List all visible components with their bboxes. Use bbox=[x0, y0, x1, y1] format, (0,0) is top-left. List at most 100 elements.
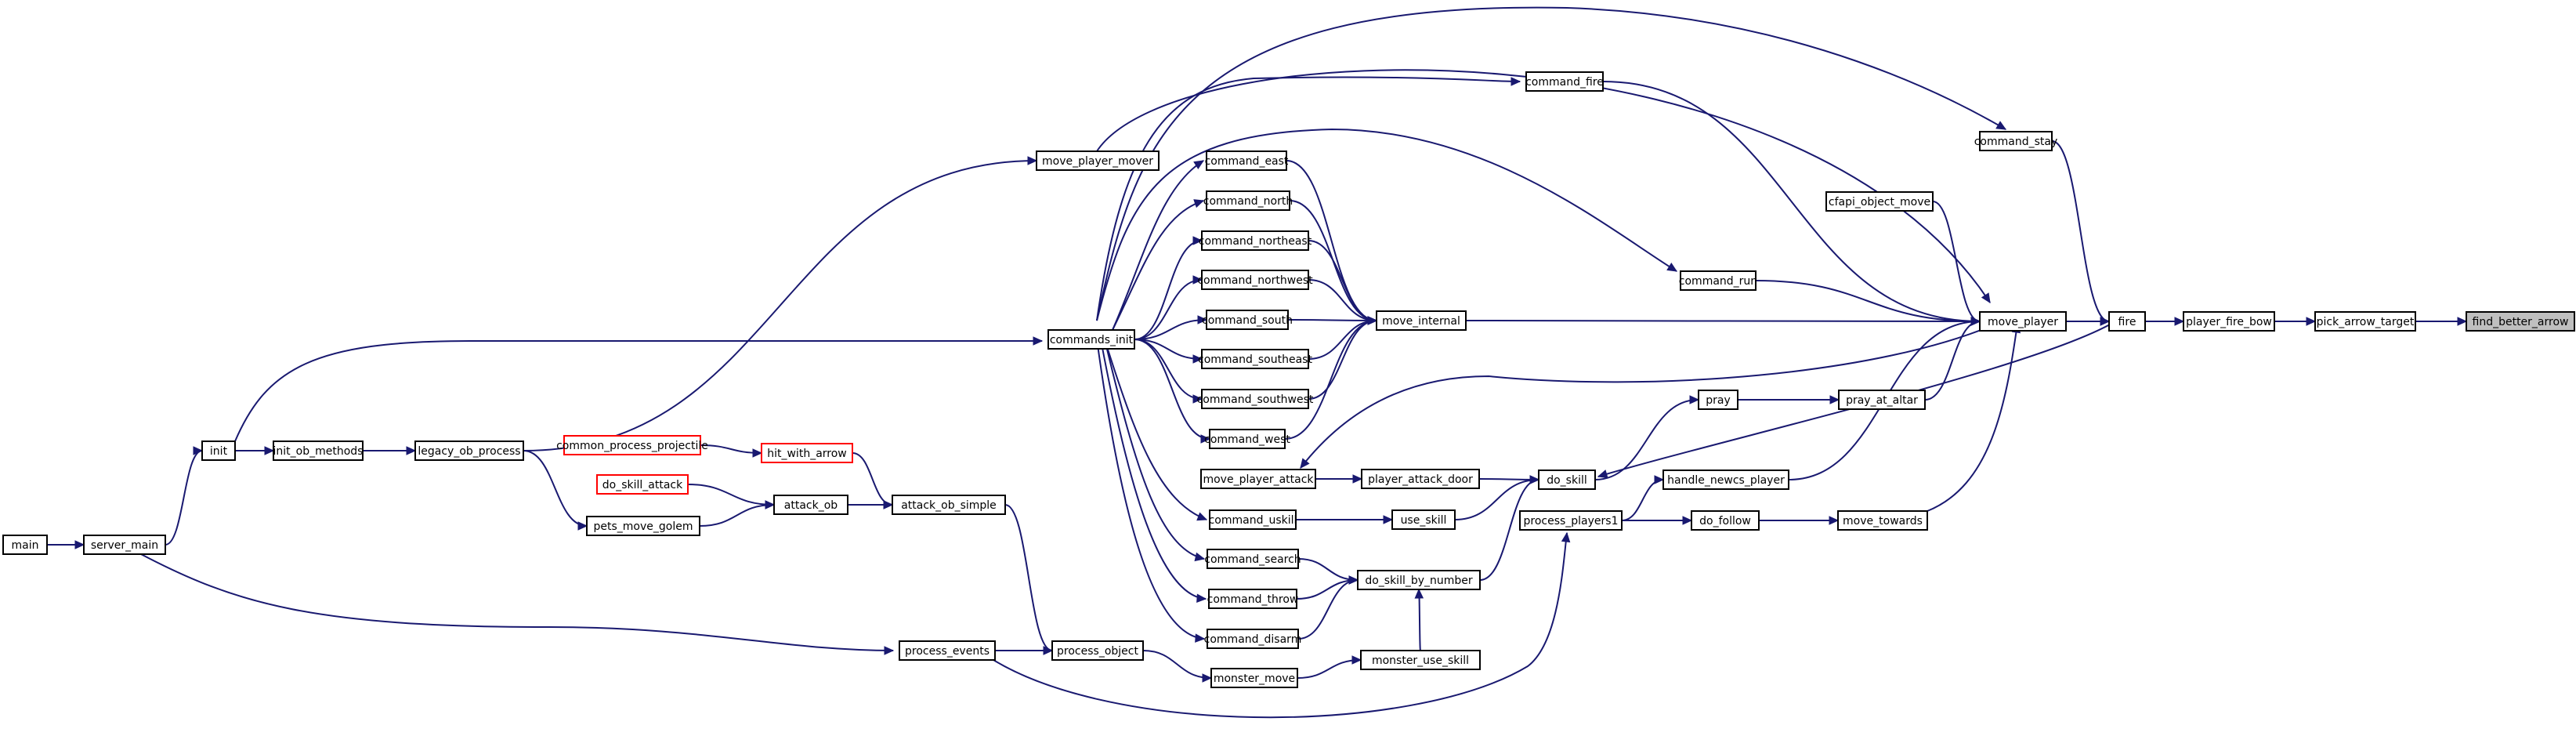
node-do-skill[interactable]: do_skill bbox=[1538, 470, 1596, 490]
node-command-south[interactable]: command_south bbox=[1202, 310, 1293, 330]
edge-command_northeast-to-move_internal bbox=[1308, 240, 1378, 325]
node-pray[interactable]: pray bbox=[1698, 390, 1738, 410]
node-legacy-ob-process[interactable]: legacy_ob_process bbox=[414, 441, 524, 461]
node-main[interactable]: main bbox=[2, 535, 48, 555]
node-label: move_internal bbox=[1382, 315, 1460, 328]
edge-arrowhead bbox=[1192, 275, 1203, 285]
edge-line bbox=[1096, 339, 1205, 640]
edge-line bbox=[1297, 579, 1359, 640]
edge-arrowhead bbox=[1981, 292, 1991, 304]
node-player-fire-bow[interactable]: player_fire_bow bbox=[2183, 311, 2275, 332]
node-pick-arrow-target[interactable]: pick_arrow_target bbox=[2314, 311, 2416, 332]
node-move-player[interactable]: move_player bbox=[1979, 311, 2067, 332]
edge-pray-to-pray_at_altar bbox=[1738, 395, 1840, 404]
node-do-skill-by-number[interactable]: do_skill_by_number bbox=[1357, 570, 1481, 590]
node-server-main[interactable]: server_main bbox=[83, 535, 166, 555]
edge-arrowhead bbox=[1193, 160, 1205, 169]
node-command-east[interactable]: command_east bbox=[1205, 150, 1289, 171]
edge-arrowhead bbox=[1666, 263, 1678, 272]
node-command-uskill[interactable]: command_uskill bbox=[1209, 509, 1297, 530]
node-move-player-mover[interactable]: move_player_mover bbox=[1036, 150, 1160, 171]
edge-arrowhead bbox=[1829, 395, 1840, 404]
node-box bbox=[1036, 150, 1160, 171]
node-monster-move[interactable]: monster_move bbox=[1210, 668, 1298, 688]
node-find-better-arrow[interactable]: find_better_arrow bbox=[2466, 311, 2575, 332]
node-box bbox=[1209, 429, 1286, 449]
node-box bbox=[1200, 469, 1316, 489]
node-command-run[interactable]: command_run bbox=[1679, 270, 1757, 291]
node-label: player_fire_bow bbox=[2186, 316, 2272, 328]
node-command-southeast[interactable]: command_southeast bbox=[1198, 349, 1312, 369]
node-attack-ob-simple[interactable]: attack_ob_simple bbox=[892, 495, 1006, 515]
node-process-players1[interactable]: process_players1 bbox=[1519, 510, 1623, 531]
edge-commands_init-to-command_north bbox=[1112, 199, 1205, 331]
edge-line bbox=[1300, 321, 2003, 469]
node-pray-at-altar[interactable]: pray_at_altar bbox=[1838, 390, 1926, 410]
node-label: move_player_mover bbox=[1042, 155, 1153, 168]
node-do-follow[interactable]: do_follow bbox=[1691, 510, 1760, 531]
node-do-skill-attack[interactable]: do_skill_attack bbox=[596, 474, 689, 495]
node-player-attack-door[interactable]: player_attack_door bbox=[1361, 469, 1480, 489]
edge-attack_ob_simple-to-process_object bbox=[1004, 504, 1054, 655]
node-command-fire[interactable]: command_fire bbox=[1525, 71, 1604, 92]
edge-monster_move-to-monster_use_skill bbox=[1297, 655, 1362, 679]
node-move-internal[interactable]: move_internal bbox=[1376, 310, 1467, 331]
node-box bbox=[1201, 230, 1309, 251]
node-fire[interactable]: fire bbox=[2108, 311, 2146, 332]
node-init-ob-methods[interactable]: init_ob_methods bbox=[273, 441, 364, 461]
node-move-player-attack[interactable]: move_player_attack bbox=[1200, 469, 1316, 489]
edge-line bbox=[1112, 160, 1204, 331]
node-box bbox=[1360, 650, 1481, 670]
node-label: attack_ob bbox=[784, 499, 838, 512]
node-command-west[interactable]: command_west bbox=[1204, 429, 1290, 449]
edge-commands_init-to-command_search bbox=[1104, 339, 1206, 562]
node-attack-ob[interactable]: attack_ob bbox=[773, 495, 848, 515]
edge-line bbox=[1134, 279, 1203, 340]
edge-arrowhead bbox=[1970, 317, 1981, 326]
node-monster-use-skill[interactable]: monster_use_skill bbox=[1360, 650, 1481, 670]
edge-line bbox=[1755, 280, 1981, 322]
node-process-events[interactable]: process_events bbox=[899, 640, 996, 661]
node-command-north[interactable]: command_north bbox=[1203, 190, 1293, 211]
node-use-skill[interactable]: use_skill bbox=[1391, 509, 1456, 530]
node-box bbox=[1691, 510, 1760, 531]
node-common-process-projectile[interactable]: common_process_projectile bbox=[556, 435, 708, 455]
node-label: legacy_ob_process bbox=[418, 445, 520, 458]
node-pets-move-golem[interactable]: pets_move_golem bbox=[586, 516, 700, 536]
node-command-southwest[interactable]: command_southwest bbox=[1197, 389, 1314, 409]
node-process-object[interactable]: process_object bbox=[1051, 640, 1144, 661]
edge-line bbox=[1134, 339, 1203, 360]
node-label: init_ob_methods bbox=[273, 445, 364, 458]
node-box bbox=[1979, 311, 2067, 332]
node-label: command_southeast bbox=[1198, 353, 1312, 366]
edge-move_player_mover-to-move_player bbox=[1096, 69, 1991, 304]
node-handle-newcs-player[interactable]: handle_newcs_player bbox=[1662, 470, 1789, 490]
edge-line bbox=[1454, 479, 1539, 520]
node-cfapi-object-move[interactable]: cfapi_object_move bbox=[1825, 191, 1934, 212]
edges-layer bbox=[47, 6, 2468, 719]
node-box bbox=[414, 441, 524, 461]
edge-arrowhead bbox=[1995, 121, 2007, 130]
node-label: command_northeast bbox=[1199, 235, 1312, 248]
node-command-northwest[interactable]: command_northwest bbox=[1197, 270, 1313, 290]
node-commands-init[interactable]: commands_init bbox=[1047, 329, 1135, 350]
node-box bbox=[1201, 389, 1309, 409]
node-command-throw[interactable]: command_throw bbox=[1207, 589, 1299, 609]
edge-commands_init-to-command_southeast bbox=[1134, 339, 1203, 364]
node-label: server_main bbox=[91, 539, 158, 552]
edge-pick_arrow_target-to-find_better_arrow bbox=[2415, 317, 2468, 326]
node-move-towards[interactable]: move_towards bbox=[1837, 510, 1928, 531]
node-label: command_search bbox=[1204, 553, 1301, 566]
edge-common_process_projectile-to-hit_with_arrow bbox=[700, 444, 763, 458]
node-command-search[interactable]: command_search bbox=[1204, 549, 1301, 569]
edge-line bbox=[1308, 279, 1377, 321]
node-label: pray_at_altar bbox=[1846, 394, 1918, 407]
node-command-stay[interactable]: command_stay bbox=[1974, 131, 2058, 151]
node-hit-with-arrow[interactable]: hit_with_arrow bbox=[761, 443, 853, 463]
node-command-disarm[interactable]: command_disarm bbox=[1204, 629, 1302, 649]
node-box bbox=[586, 516, 700, 536]
edge-fire-to-player_fire_bow bbox=[2145, 317, 2185, 326]
node-label: command_throw bbox=[1207, 593, 1299, 606]
node-command-northeast[interactable]: command_northeast bbox=[1199, 230, 1312, 251]
node-init[interactable]: init bbox=[201, 441, 236, 461]
